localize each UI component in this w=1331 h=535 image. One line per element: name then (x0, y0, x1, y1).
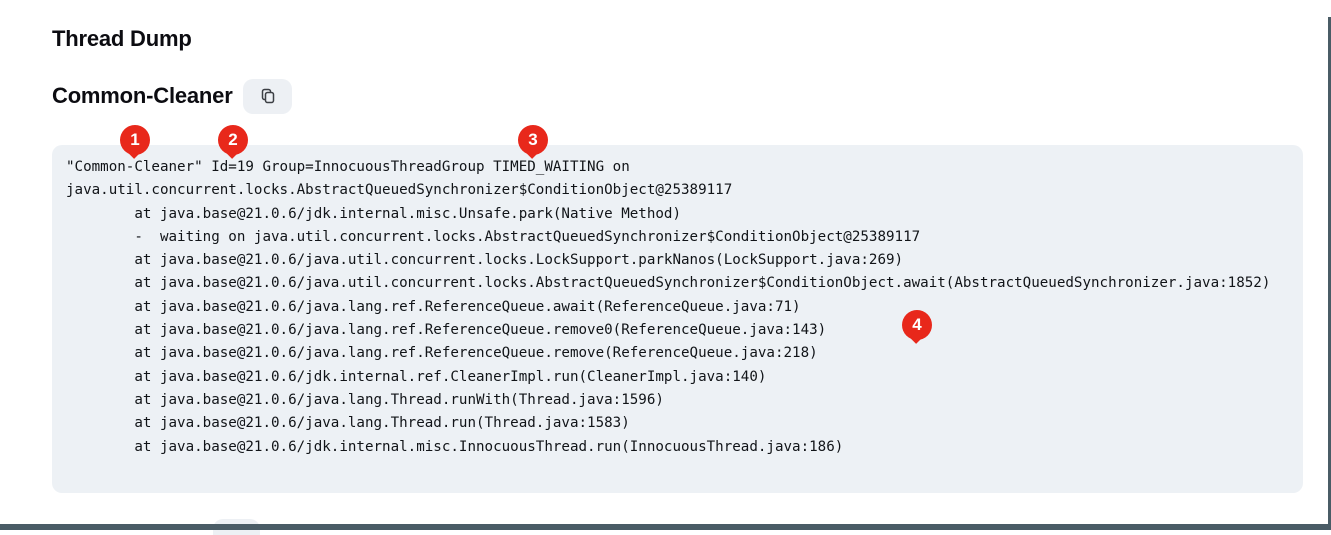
thread-dump-code-block: "Common-Cleaner" Id=19 Group=InnocuousTh… (52, 145, 1303, 493)
copy-icon (258, 87, 276, 105)
stack-trace-line: at java.base@21.0.6/jdk.internal.misc.In… (66, 438, 844, 455)
page-title: Thread Dump (52, 26, 192, 51)
stack-trace-line: at java.base@21.0.6/java.lang.ref.Refere… (66, 345, 818, 362)
stack-trace-line: at java.base@21.0.6/java.lang.Thread.run… (66, 391, 664, 408)
stack-trace-line: java.util.concurrent.locks.AbstractQueue… (66, 182, 733, 199)
window-border-right (1328, 17, 1331, 530)
annotation-badge-4: 4 (902, 310, 932, 340)
thread-name-heading: Common-Cleaner (52, 83, 233, 108)
window-border-bottom (0, 524, 1331, 530)
stack-trace-line: at java.base@21.0.6/java.lang.ref.Refere… (66, 298, 801, 315)
copy-thread-dump-button[interactable] (242, 78, 292, 114)
stack-trace-line: at java.base@21.0.6/java.lang.ref.Refere… (66, 322, 827, 339)
stack-trace-line: at java.base@21.0.6/jdk.internal.ref.Cle… (66, 368, 767, 385)
annotation-badge-1: 1 (120, 125, 150, 155)
stack-trace-line: "Common-Cleaner" Id=19 Group=InnocuousTh… (66, 159, 630, 175)
stack-trace-line: - waiting on java.util.concurrent.locks.… (66, 228, 921, 245)
thread-section-header: Common-Cleaner (52, 78, 292, 114)
stack-trace-line: at java.base@21.0.6/java.lang.Thread.run… (66, 415, 630, 432)
stack-trace-line: at java.base@21.0.6/jdk.internal.misc.Un… (66, 205, 681, 222)
annotation-badge-2: 2 (218, 125, 248, 155)
stack-trace-line: at java.base@21.0.6/java.util.concurrent… (66, 252, 904, 269)
annotation-badge-3: 3 (518, 125, 548, 155)
stack-trace-line: at java.base@21.0.6/java.util.concurrent… (66, 275, 1271, 292)
